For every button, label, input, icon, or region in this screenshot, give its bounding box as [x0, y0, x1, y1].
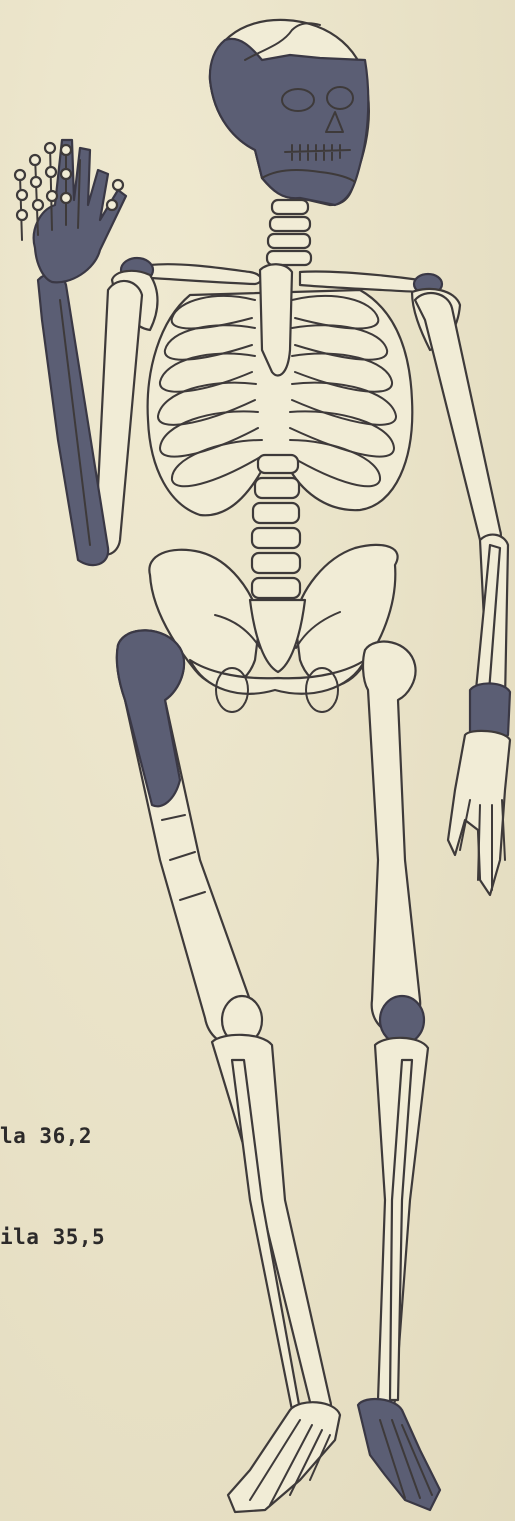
right-leg: [358, 642, 440, 1510]
measurement-label-1: la 36,2: [0, 1124, 92, 1148]
left-tibia: [212, 1035, 331, 1415]
left-foot: [228, 1402, 340, 1512]
left-leg: [117, 630, 340, 1512]
right-foot: [358, 1399, 440, 1510]
right-femur: [363, 642, 420, 1033]
clavicle-right: [300, 272, 429, 292]
skull-face: [210, 39, 368, 205]
left-arm: [15, 140, 142, 565]
left-forearm: [38, 274, 108, 565]
clavicle-left: [150, 264, 261, 284]
measurement-label-2: ila 35,5: [0, 1225, 105, 1249]
skull: [210, 20, 369, 205]
sacrum: [250, 600, 305, 672]
sternum: [260, 264, 292, 375]
left-femur-proximal: [117, 630, 184, 806]
right-arm: [415, 293, 510, 895]
right-humerus: [415, 293, 501, 545]
cervical-spine: [267, 200, 311, 265]
